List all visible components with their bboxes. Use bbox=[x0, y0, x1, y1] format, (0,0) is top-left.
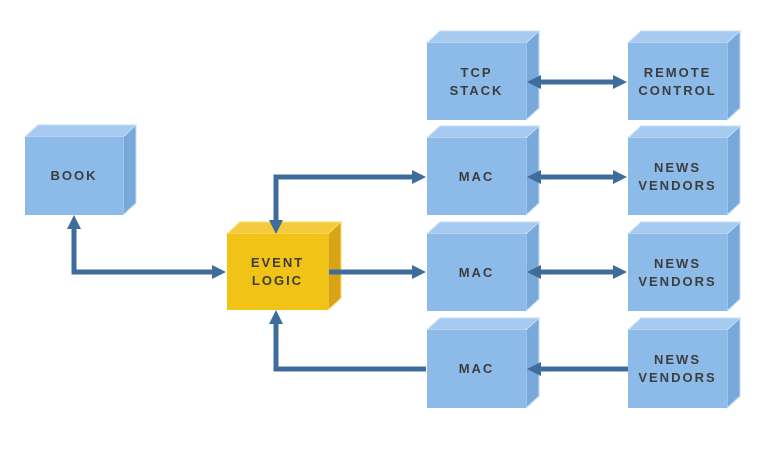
cube-front-face bbox=[427, 234, 526, 311]
edge-news-vendors-3-to-mac-3 bbox=[527, 362, 628, 376]
arrows-layer bbox=[67, 75, 628, 376]
cube-top-face bbox=[23, 124, 138, 138]
arrowhead-down bbox=[269, 220, 283, 234]
arrowhead-left bbox=[527, 170, 541, 184]
cube-top-face bbox=[626, 125, 742, 139]
cube-top-face bbox=[425, 30, 541, 44]
arrowhead-right bbox=[613, 265, 627, 279]
node-news-vendors-3 bbox=[626, 316, 742, 410]
node-mac-3 bbox=[425, 316, 541, 410]
arrowhead-right bbox=[412, 170, 426, 184]
cube-side-face bbox=[327, 220, 342, 312]
arrowhead-up bbox=[269, 310, 283, 324]
node-mac-1 bbox=[425, 124, 541, 217]
edge-line bbox=[273, 174, 422, 221]
cube-side-face bbox=[525, 124, 540, 217]
cube-top-face bbox=[626, 30, 742, 44]
arrowhead-right bbox=[613, 170, 627, 184]
node-mac-2 bbox=[425, 220, 541, 313]
edge-mac-1-to-news-vendors-1 bbox=[527, 170, 627, 184]
cube-side-face bbox=[726, 316, 741, 410]
node-remote-control bbox=[626, 29, 742, 122]
cube-side-face bbox=[525, 220, 540, 313]
arrowhead-right bbox=[613, 75, 627, 89]
arrowhead-left bbox=[527, 75, 541, 89]
cube-front-face bbox=[227, 234, 328, 310]
cube-front-face bbox=[628, 43, 727, 120]
cube-front-face bbox=[628, 330, 727, 408]
cube-side-face bbox=[122, 123, 137, 217]
cube-front-face bbox=[628, 234, 727, 311]
node-news-vendors-2 bbox=[626, 220, 742, 313]
cube-top-face bbox=[425, 221, 541, 235]
cube-front-face bbox=[25, 137, 123, 215]
cube-side-face bbox=[726, 124, 741, 217]
cube-side-face bbox=[525, 316, 540, 410]
arrowhead-right bbox=[412, 265, 426, 279]
cube-front-face bbox=[427, 43, 526, 120]
cube-top-face bbox=[225, 221, 343, 235]
cube-top-face bbox=[425, 317, 541, 331]
edge-line bbox=[273, 324, 426, 372]
arrowhead-up bbox=[67, 215, 81, 229]
cube-front-face bbox=[628, 138, 727, 215]
cube-side-face bbox=[726, 29, 741, 122]
edge-line bbox=[71, 228, 213, 275]
edge-mac-2-to-news-vendors-2 bbox=[527, 265, 627, 279]
cube-front-face bbox=[427, 138, 526, 215]
edge-event-logic-to-mac-1 bbox=[269, 170, 426, 234]
node-event-logic bbox=[225, 220, 343, 312]
cube-top-face bbox=[425, 125, 541, 139]
edge-tcp-stack-to-remote-control bbox=[527, 75, 627, 89]
node-tcp-stack bbox=[425, 29, 541, 122]
edge-event-logic-to-book bbox=[67, 215, 226, 279]
arrowhead-right bbox=[212, 265, 226, 279]
node-news-vendors-1 bbox=[626, 124, 742, 217]
edge-event-logic-to-mac-2 bbox=[329, 265, 426, 279]
cube-top-face bbox=[626, 317, 742, 331]
cube-front-face bbox=[427, 330, 526, 408]
boxes-layer bbox=[23, 29, 742, 410]
arrowhead-left bbox=[527, 362, 541, 376]
node-book bbox=[23, 123, 138, 217]
cube-side-face bbox=[726, 220, 741, 313]
edge-mac-3-to-event-logic bbox=[269, 310, 426, 372]
cube-side-face bbox=[525, 29, 540, 122]
cube-top-face bbox=[626, 221, 742, 235]
arrowhead-left bbox=[527, 265, 541, 279]
